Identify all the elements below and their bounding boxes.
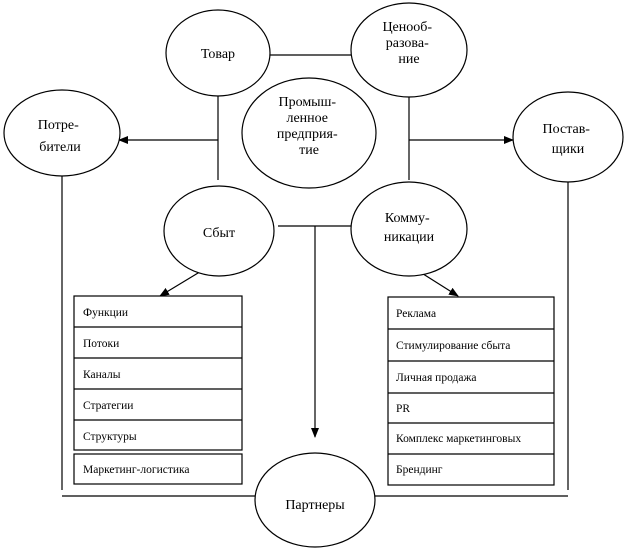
label-tsenoobrazovanie: Ценооб- разова- ние [382,20,435,67]
label-promyshlennoe: Промыш- ленное предприя- тие [277,95,341,158]
sales-list-frame [73,295,243,451]
arrow-to-communications-list [419,271,459,297]
sales-extra-box [73,453,243,485]
communications-list-item: Стимулирование сбыта [396,340,510,352]
sales-extra-label: Маркетинг-логистика [83,464,190,476]
label-partnery: Партнеры [285,498,345,513]
label-kommunikatsii: Комму- никации [384,211,435,245]
communications-list-item: PR [396,403,410,415]
communications-list-item: Личная продажа [396,372,477,384]
sales-list-item: Каналы [83,369,121,381]
node-promyshlennoe [241,77,377,189]
sales-list-item: Потоки [83,338,119,350]
communications-list-item: Реклама [396,308,436,320]
node-postavshchiki [512,91,624,183]
arrow-to-sales-list [159,269,204,297]
sales-list-box: Функции Потоки Каналы Стратегии Структур… [73,295,243,451]
label-postavshchiki: Постав- щики [543,122,594,157]
communications-list-item: Комплекс маркетинговых [396,433,521,445]
sales-list-item: Стратегии [83,400,133,412]
node-tovar [165,9,271,97]
node-partnery [254,452,376,548]
label-sbyt: Сбыт [203,226,235,241]
communications-list-item: Брендинг [396,464,443,476]
sales-list-item: Функции [83,307,128,319]
communications-list-box: Реклама Стимулирование сбыта Личная прод… [387,296,555,486]
label-tovar: Товар [201,47,235,62]
label-potrebiteli: Потре- бители [38,118,83,155]
node-potrebiteli [3,89,121,177]
sales-list-item: Структуры [83,431,137,443]
node-kommunikatsii [350,181,468,277]
node-sbyt [163,185,275,277]
node-tsenoobrazovanie [350,2,468,98]
communications-list-frame [387,296,555,486]
